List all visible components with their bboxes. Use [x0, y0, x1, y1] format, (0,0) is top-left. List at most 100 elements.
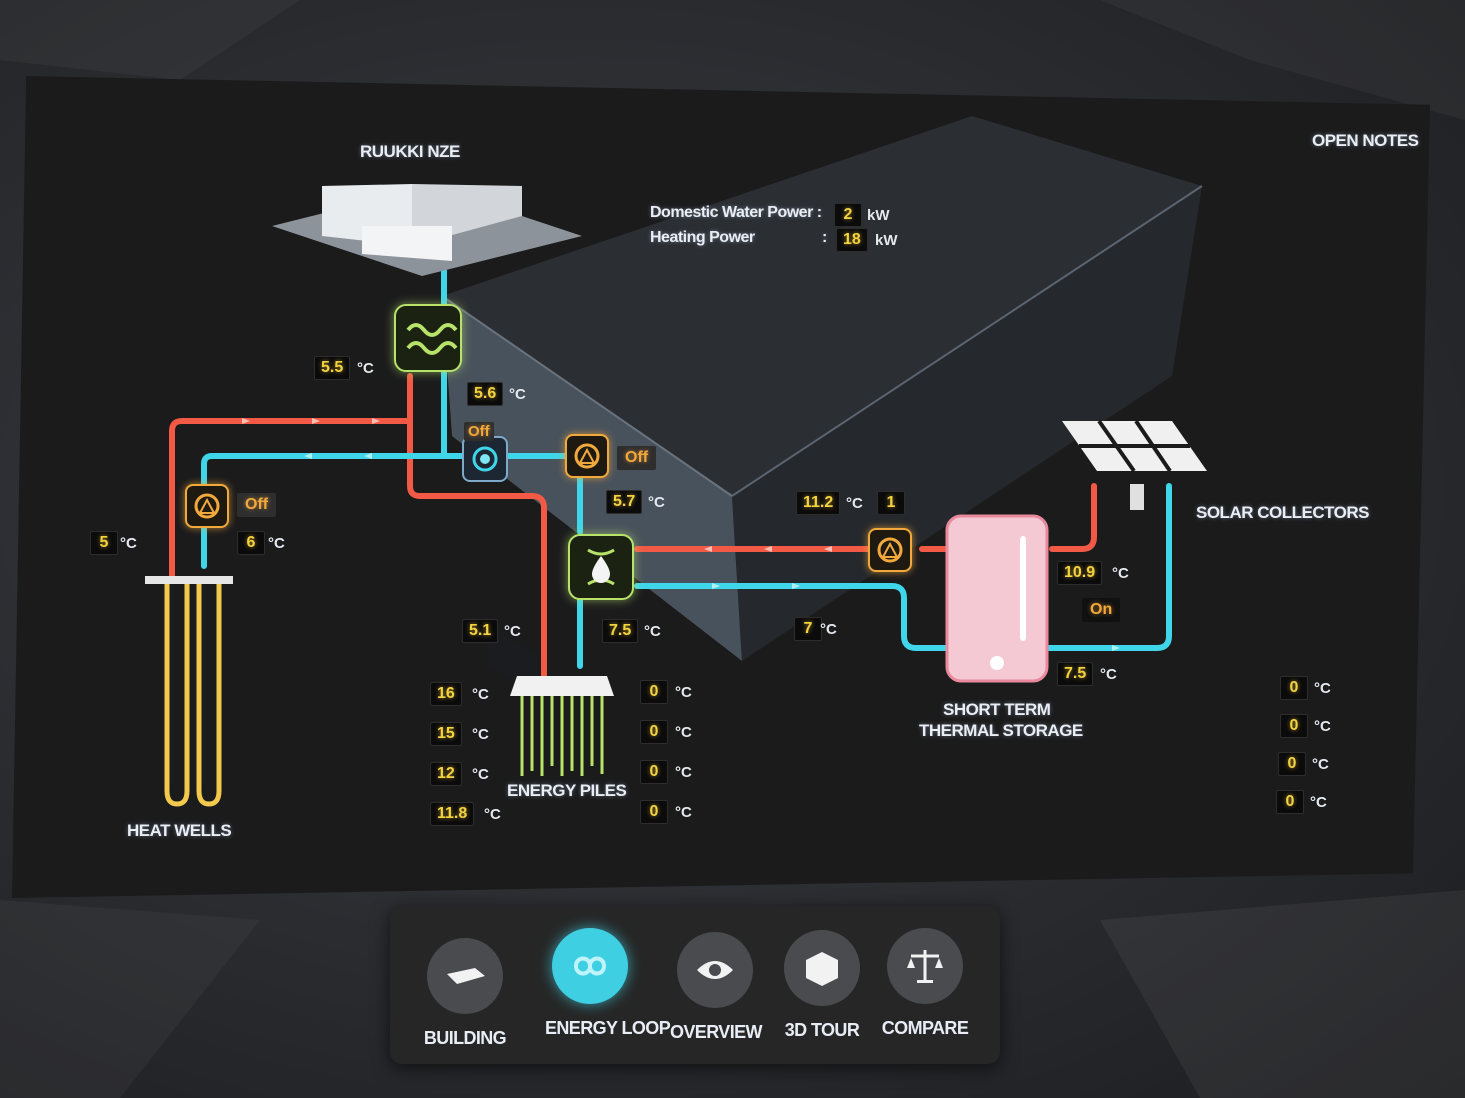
- building-icon: [427, 938, 503, 1014]
- unit-celsius: °C: [675, 724, 692, 741]
- domestic-water-power-label: Domestic Water Power :: [650, 204, 822, 221]
- heating-power-value: 18: [836, 228, 868, 252]
- pump-center[interactable]: [565, 434, 609, 478]
- temp-storage-bottom: 7.5: [1057, 662, 1094, 686]
- eye-icon: [677, 932, 753, 1008]
- toolbar-overview-label: OVERVIEW: [670, 1022, 762, 1042]
- bottom-toolbar: BUILDING ENERGY LOOP OVERVIEW 3D TOUR CO…: [390, 906, 1000, 1064]
- temp-hx-right: 5.6: [467, 382, 504, 406]
- energy-loop-pipes: [145, 184, 1207, 807]
- piles-temp-right-3: 0: [640, 760, 668, 784]
- piles-temp-left-4: 11.8: [430, 802, 475, 826]
- unit-celsius: °C: [509, 386, 526, 403]
- storage-pump-status: On: [1082, 598, 1121, 622]
- heat-wells-label: HEAT WELLS: [127, 821, 232, 840]
- toolbar-compare-button[interactable]: COMPARE: [880, 928, 970, 1039]
- unit-celsius: °C: [1112, 565, 1129, 582]
- toolbar-overview-button[interactable]: OVERVIEW: [670, 932, 762, 1043]
- pump-icon: [877, 537, 903, 563]
- solar-temp-1: 0: [1280, 676, 1308, 700]
- open-notes-button[interactable]: OPEN NOTES: [1312, 131, 1419, 150]
- pump-heat-wells[interactable]: [185, 484, 229, 528]
- ruukki-building-graphic: [272, 184, 582, 276]
- temp-heat-wells-right: 6: [237, 531, 265, 555]
- temp-storage-top: 11.2: [796, 491, 841, 515]
- unit-celsius: °C: [504, 623, 521, 640]
- heat-wells-pump-status: Off: [237, 493, 277, 517]
- pump-storage[interactable]: [868, 528, 912, 572]
- piles-temp-left-3: 12: [430, 762, 462, 786]
- solar-temp-4: 0: [1276, 790, 1304, 814]
- domestic-water-power-value: 2: [834, 203, 862, 227]
- piles-temp-right-1: 0: [640, 680, 668, 704]
- wave-icon: [406, 323, 458, 355]
- unit-celsius: °C: [120, 535, 137, 552]
- solar-temp-3: 0: [1278, 752, 1306, 776]
- piles-temp-right-4: 0: [640, 800, 668, 824]
- unit-celsius: °C: [472, 766, 489, 783]
- unit-celsius: °C: [675, 764, 692, 781]
- app-screen: OPEN NOTES RUUKKI NZE HEAT WELLS ENERGY …: [12, 76, 1430, 898]
- toolbar-3d-tour-label: 3D TOUR: [784, 1020, 860, 1040]
- infinity-icon: [552, 928, 628, 1004]
- temp-piles-left: 5.1: [462, 619, 499, 643]
- thermal-storage-tank-graphic: [945, 514, 1049, 683]
- water-drop-coil-icon: [587, 548, 615, 586]
- valve-icon: [472, 446, 498, 472]
- unit-celsius: °C: [1310, 794, 1327, 811]
- unit-celsius: °C: [268, 535, 285, 552]
- heating-power-label: Heating Power: [650, 229, 755, 246]
- temp-hx-left: 5.5: [314, 356, 351, 380]
- building-3d-model: [441, 116, 1203, 695]
- storage-label-line1: SHORT TERM: [943, 700, 1051, 719]
- temp-loop-return: 7: [794, 617, 822, 641]
- unit-celsius: °C: [1314, 680, 1331, 697]
- unit-celsius: °C: [675, 804, 692, 821]
- solar-collectors-label: SOLAR COLLECTORS: [1196, 503, 1370, 522]
- unit-celsius: °C: [472, 686, 489, 703]
- building-title: RUUKKI NZE: [360, 142, 460, 161]
- domestic-water-power-unit: kW: [867, 207, 890, 224]
- toolbar-3d-tour-button[interactable]: 3D TOUR: [777, 930, 867, 1041]
- unit-celsius: °C: [1314, 718, 1331, 735]
- pump-icon: [194, 493, 220, 519]
- solar-collectors-graphic: [1062, 419, 1207, 510]
- energy-piles-label: ENERGY PILES: [507, 781, 627, 800]
- valve-status: Off: [464, 422, 494, 441]
- unit-celsius: °C: [472, 726, 489, 743]
- cube-icon: [784, 930, 860, 1006]
- unit-celsius: °C: [846, 495, 863, 512]
- heat-exchanger-top[interactable]: [394, 304, 462, 372]
- temp-center-return: 5.7: [606, 490, 643, 514]
- unit-celsius: °C: [357, 360, 374, 377]
- unit-celsius: °C: [820, 621, 837, 638]
- unit-celsius: °C: [644, 623, 661, 640]
- toolbar-building-button[interactable]: BUILDING: [420, 938, 510, 1049]
- toolbar-energy-loop-button[interactable]: ENERGY LOOP: [545, 928, 671, 1039]
- energy-piles-graphic: [510, 676, 614, 776]
- pump-icon: [574, 443, 600, 469]
- solar-temp-2: 0: [1280, 714, 1308, 738]
- pump-center-status: Off: [617, 446, 657, 470]
- piles-temp-left-2: 15: [430, 722, 462, 746]
- unit-celsius: °C: [648, 494, 665, 511]
- toolbar-compare-label: COMPARE: [881, 1018, 969, 1038]
- scale-icon: [887, 928, 963, 1004]
- piles-temp-left-1: 16: [430, 682, 462, 706]
- unit-celsius: °C: [675, 684, 692, 701]
- unit-celsius: °C: [1100, 666, 1117, 683]
- unit-celsius: °C: [484, 806, 501, 823]
- unit-celsius: °C: [1312, 756, 1329, 773]
- temp-storage-right-top: 10.9: [1057, 561, 1103, 585]
- temp-piles-right: 7.5: [602, 619, 639, 643]
- mixing-valve[interactable]: [462, 436, 508, 482]
- storage-label-line2: THERMAL STORAGE: [919, 721, 1083, 740]
- piles-temp-right-2: 0: [640, 720, 668, 744]
- heat-wells-graphic: [145, 576, 233, 807]
- heating-power-colon: :: [822, 229, 827, 246]
- heat-exchanger-center[interactable]: [568, 534, 634, 600]
- temp-heat-wells-left: 5: [90, 531, 118, 555]
- toolbar-building-label: BUILDING: [423, 1028, 507, 1048]
- heating-power-unit: kW: [875, 232, 898, 249]
